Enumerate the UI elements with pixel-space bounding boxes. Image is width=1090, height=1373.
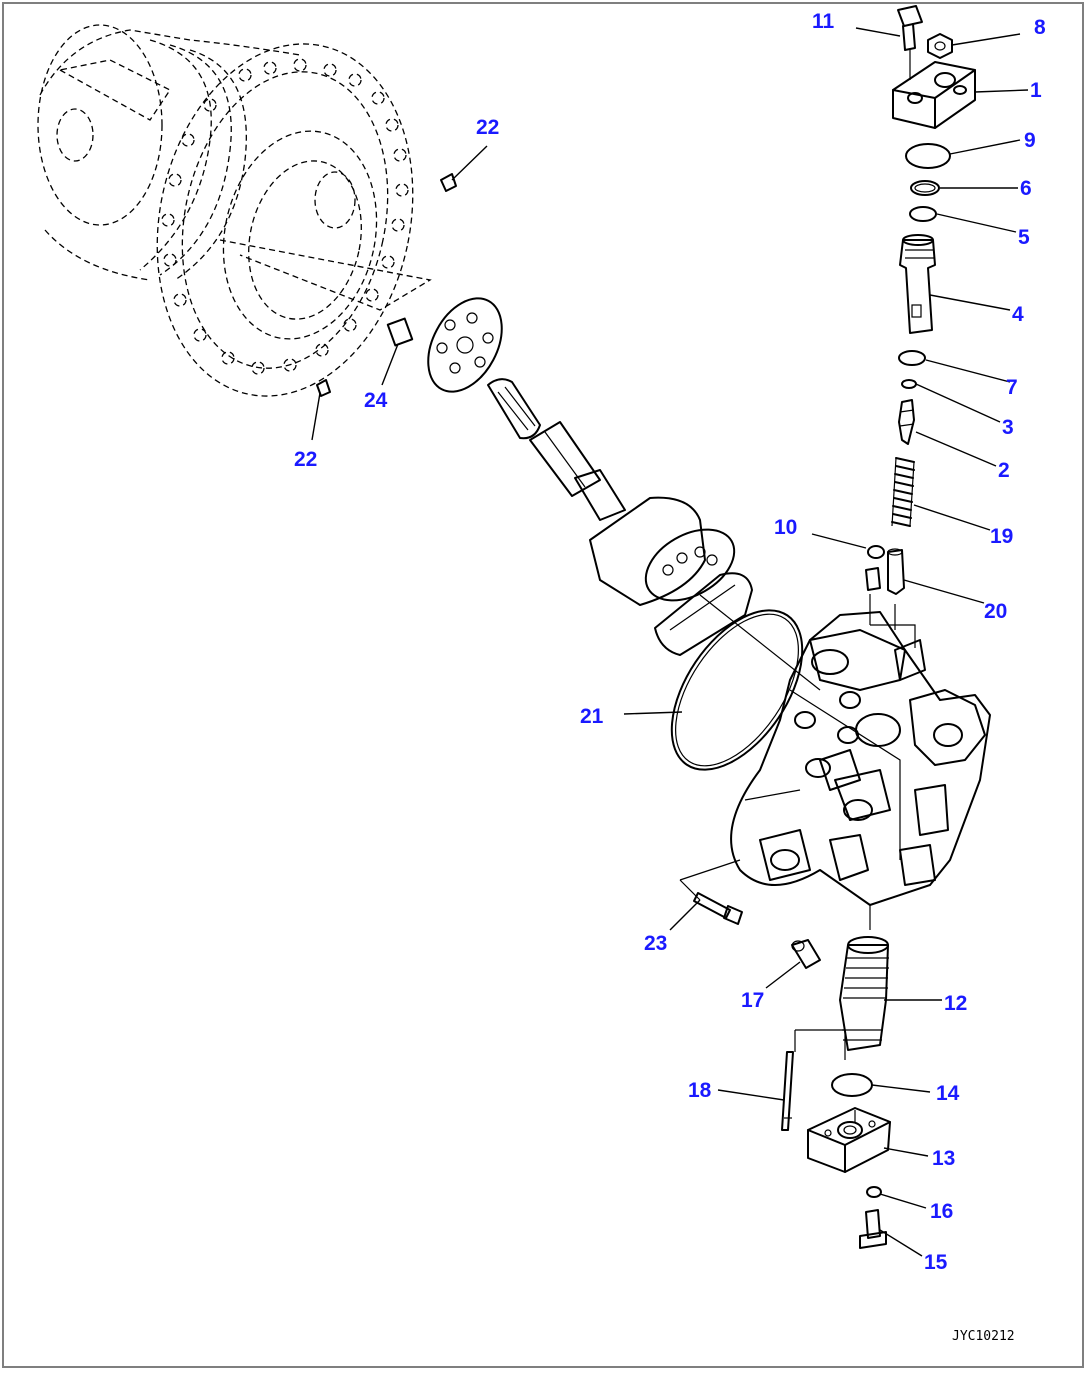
cover-13 [807,1107,891,1173]
callout-14: 14 [936,1082,960,1105]
plug-small [865,567,881,591]
callout-18: 18 [688,1079,712,1102]
cover-1 [892,61,976,129]
ball-10 [867,545,885,559]
washer-3 [901,379,917,389]
callout-23: 23 [644,932,667,955]
motor-case-body [730,611,991,906]
sleeve-4 [899,234,936,334]
callout-15: 15 [924,1251,948,1274]
callout-2: 2 [998,459,1010,482]
o-ring-7 [898,350,926,366]
drawing-code: JYC10212 [952,1329,1015,1344]
callout-4: 4 [1012,303,1024,326]
bolt-11 [897,5,923,51]
bolt-15 [859,1209,887,1249]
callout-7: 7 [1006,376,1018,399]
callout-12: 12 [944,992,967,1015]
piston-20 [887,548,905,595]
callout-22-upper: 22 [476,116,499,139]
o-ring-21 [670,609,804,771]
callout-5: 5 [1018,226,1030,249]
valve-assembly-12 [839,936,889,1051]
washer-16 [866,1186,882,1198]
assembly-center-lines [679,48,916,1122]
callout-11: 11 [812,10,835,33]
callout-8: 8 [1034,16,1046,39]
o-ring-9 [905,143,951,169]
o-ring-6 [910,180,940,196]
callout-20: 20 [984,600,1007,623]
valve-2 [898,399,915,445]
dowel-pin-22-lower [316,379,331,397]
callout-19: 19 [990,525,1013,548]
plug-17 [791,939,821,969]
spring-19 [891,457,915,527]
final-drive-housing [37,24,432,397]
callout-9: 9 [1024,129,1036,152]
callout-1: 1 [1030,79,1042,102]
callout-22-lower: 22 [294,448,317,471]
bolt-23 [693,892,743,925]
leader-lines [311,27,1029,1257]
callout-13: 13 [932,1147,955,1170]
rod-18 [781,1051,794,1131]
callout-10: 10 [774,516,797,539]
callout-24: 24 [364,389,388,412]
o-ring-14 [831,1073,873,1097]
o-ring-5 [909,206,937,222]
nut-8 [927,33,953,59]
rotating-group [427,297,753,656]
pin-24 [386,317,414,347]
dowel-pin-22-upper [440,173,457,192]
callout-21: 21 [580,705,604,728]
callout-16: 16 [930,1200,953,1223]
callout-17: 17 [741,989,764,1012]
callout-3: 3 [1002,416,1014,439]
callout-labels: 11 8 1 9 6 5 4 7 3 2 19 10 20 21 22 22 2… [294,10,1046,1274]
callout-6: 6 [1020,177,1032,200]
